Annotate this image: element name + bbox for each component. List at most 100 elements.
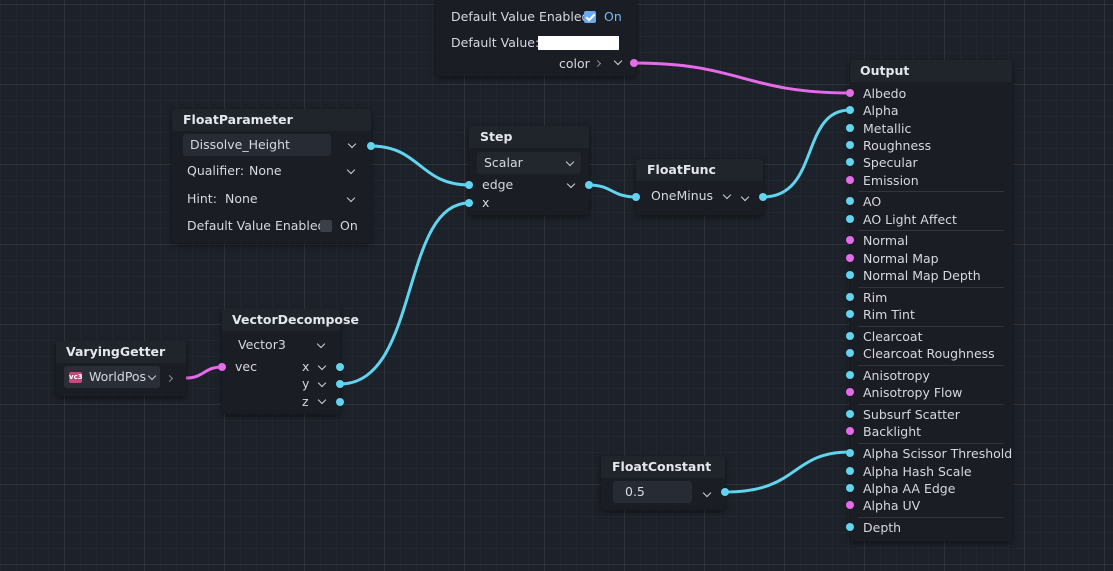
output-input-port[interactable]: [846, 466, 854, 475]
output-port-row[interactable]: Roughness: [846, 138, 1012, 155]
float-func-node[interactable]: FloatFunc OneMinus: [636, 159, 763, 215]
wire-worldpos-to-vec[interactable]: [185, 365, 223, 380]
output-port-row[interactable]: AO Light Affect: [846, 212, 1012, 229]
function-dropdown[interactable]: OneMinus: [644, 185, 734, 207]
output-port-row[interactable]: Alpha AA Edge: [846, 481, 1012, 498]
output-input-port[interactable]: [846, 483, 854, 492]
output-port-row[interactable]: Clearcoat: [846, 329, 1012, 346]
hint-dropdown[interactable]: None: [218, 188, 360, 210]
output-input-port[interactable]: [846, 123, 854, 132]
vec-input-port[interactable]: [218, 363, 226, 371]
color-parameter-node[interactable]: Default Value Enabled: On Default Value:…: [436, 0, 636, 76]
float-parameter-output-port[interactable]: [367, 142, 375, 150]
output-input-port[interactable]: [846, 410, 854, 419]
node-title[interactable]: VectorDecompose: [222, 309, 359, 331]
output-input-port[interactable]: [846, 214, 854, 223]
chevron-down-icon[interactable]: [347, 139, 357, 149]
output-input-port[interactable]: [846, 388, 854, 397]
step-type-dropdown[interactable]: Scalar: [477, 152, 581, 174]
output-port-row[interactable]: Metallic: [846, 121, 1012, 138]
output-port-row[interactable]: Normal Map Depth: [846, 268, 1012, 285]
output-input-port[interactable]: [846, 175, 854, 184]
expand-arrow-icon[interactable]: [165, 374, 174, 383]
node-title[interactable]: Output: [850, 60, 1012, 82]
output-port-row[interactable]: Specular: [846, 155, 1012, 172]
vector-decompose-node[interactable]: VectorDecompose Vector3 vec x y z: [222, 309, 359, 414]
output-port-row[interactable]: Subsurf Scatter: [846, 407, 1012, 424]
color-output-port[interactable]: [630, 59, 638, 67]
chevron-down-icon[interactable]: [317, 395, 327, 405]
output-port-row[interactable]: Emission: [846, 173, 1012, 190]
wire-float-parameter-to-edge[interactable]: [370, 144, 470, 187]
default-value-enabled-checkbox[interactable]: [584, 11, 596, 23]
output-port-row[interactable]: Anisotropy Flow: [846, 385, 1012, 402]
output-input-port[interactable]: [846, 271, 854, 279]
float-constant-node[interactable]: FloatConstant 0.5: [601, 456, 725, 510]
output-input-port[interactable]: [846, 253, 854, 262]
output-input-port[interactable]: [846, 449, 854, 458]
output-input-port[interactable]: [846, 522, 854, 531]
step-output-port[interactable]: [585, 181, 593, 189]
default-value-color-swatch[interactable]: [538, 36, 619, 50]
vector-type-dropdown[interactable]: Vector3: [231, 334, 332, 356]
output-input-port[interactable]: [846, 292, 854, 301]
varying-getter-node[interactable]: VaryingGetter vc3 WorldPos: [56, 341, 186, 396]
float-func-output-port[interactable]: [759, 193, 767, 201]
parameter-name-input[interactable]: Dissolve_Height: [183, 134, 331, 156]
node-title[interactable]: FloatParameter: [172, 109, 371, 131]
output-port-row[interactable]: Alpha: [846, 103, 1012, 120]
output-input-port[interactable]: [846, 310, 854, 319]
wire-constant-to-alpha-scissor[interactable]: [724, 450, 851, 494]
output-port-row[interactable]: Normal Map: [846, 251, 1012, 268]
wire-color-to-albedo[interactable]: [633, 61, 851, 95]
chevron-down-icon[interactable]: [740, 192, 750, 202]
output-port-row[interactable]: Rim Tint: [846, 307, 1012, 324]
z-output-port[interactable]: [336, 398, 344, 406]
chevron-down-icon[interactable]: [613, 56, 623, 66]
output-input-port[interactable]: [846, 197, 854, 206]
output-port-row[interactable]: Albedo: [846, 86, 1012, 103]
output-input-port[interactable]: [846, 331, 854, 340]
x-output-port[interactable]: [336, 363, 344, 371]
output-input-port[interactable]: [846, 371, 854, 379]
output-port-row[interactable]: Alpha Scissor Threshold: [846, 446, 1012, 463]
constant-value-input[interactable]: 0.5: [613, 481, 692, 503]
chevron-down-icon[interactable]: [566, 179, 576, 189]
wire-floatfunc-to-alpha[interactable]: [762, 108, 851, 199]
float-func-input-port[interactable]: [632, 193, 640, 201]
wire-step-to-floatfunc[interactable]: [588, 183, 637, 199]
float-constant-output-port[interactable]: [721, 488, 729, 496]
output-input-port[interactable]: [846, 349, 854, 358]
output-input-port[interactable]: [846, 140, 854, 149]
output-input-port[interactable]: [846, 427, 854, 436]
chevron-down-icon[interactable]: [317, 361, 327, 371]
output-port-row[interactable]: Alpha UV: [846, 498, 1012, 515]
output-port-row[interactable]: Backlight: [846, 424, 1012, 441]
step-edge-input-port[interactable]: [465, 181, 473, 189]
output-input-port[interactable]: [846, 158, 854, 167]
output-port-row[interactable]: Alpha Hash Scale: [846, 464, 1012, 481]
chevron-down-icon[interactable]: [702, 488, 712, 498]
output-input-port[interactable]: [846, 89, 854, 97]
output-input-port[interactable]: [846, 106, 854, 115]
chevron-down-icon[interactable]: [317, 378, 327, 388]
output-input-port[interactable]: [846, 236, 854, 245]
y-output-port[interactable]: [336, 380, 344, 388]
output-port-row[interactable]: Depth: [846, 520, 1012, 537]
node-title[interactable]: FloatFunc: [636, 159, 763, 181]
float-parameter-node[interactable]: FloatParameter Dissolve_Height Qualifier…: [172, 109, 371, 243]
step-x-input-port[interactable]: [465, 199, 473, 207]
varying-dropdown[interactable]: vc3 WorldPos: [64, 366, 160, 388]
default-value-enabled-checkbox[interactable]: [320, 220, 332, 232]
qualifier-dropdown[interactable]: None: [242, 160, 360, 182]
output-port-row[interactable]: Anisotropy: [846, 368, 1012, 385]
output-port-row[interactable]: AO: [846, 194, 1012, 211]
node-title[interactable]: FloatConstant: [601, 456, 725, 478]
expand-arrow-icon[interactable]: [593, 59, 602, 68]
output-port-row[interactable]: Normal: [846, 233, 1012, 250]
output-port-row[interactable]: Clearcoat Roughness: [846, 346, 1012, 363]
node-title[interactable]: VaryingGetter: [56, 341, 186, 363]
output-input-port[interactable]: [846, 501, 854, 510]
node-title[interactable]: Step: [469, 126, 589, 148]
